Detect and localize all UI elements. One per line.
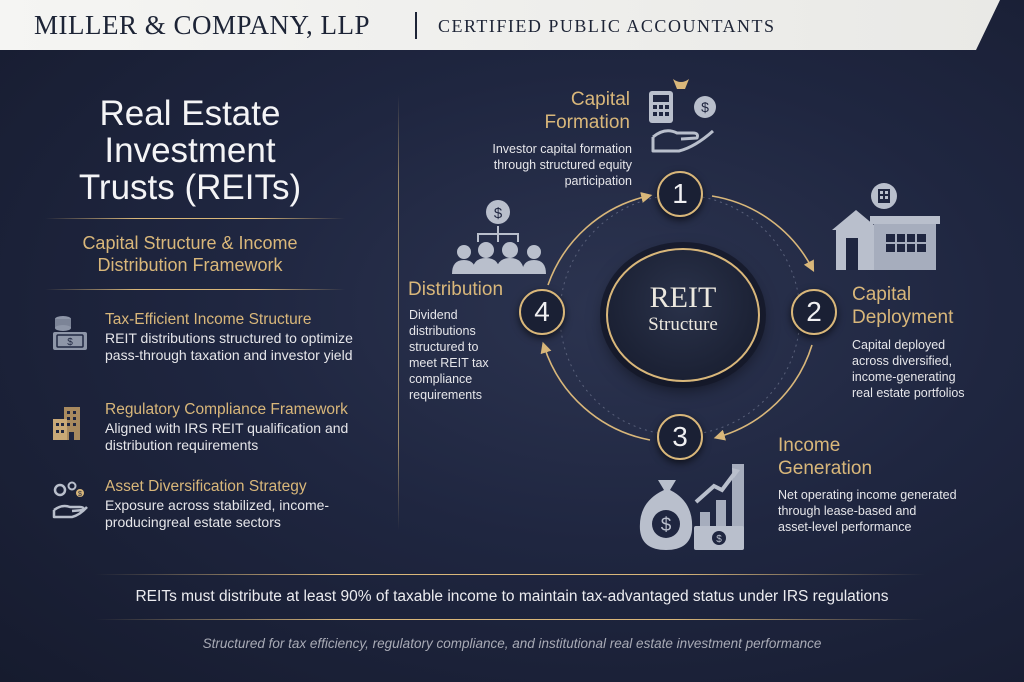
svg-text:$: $: [78, 491, 82, 498]
page-subtitle: Capital Structure & Income Distribution …: [82, 233, 298, 275]
arrow-3-to-4: [540, 341, 651, 441]
footer-tagline: Structured for tax efficiency, regulator…: [202, 636, 822, 651]
arrow-1-to-2: [711, 195, 815, 272]
feature-desc: Aligned with IRS REIT qualification and …: [105, 420, 349, 453]
reit-structure-hub: REIT Structure: [606, 248, 760, 382]
house-icon: [832, 183, 940, 270]
step-2-title: Capital Deployment: [852, 284, 954, 328]
step-1-desc: Investor capital formation through struc…: [492, 142, 632, 188]
buildings-icon: [53, 407, 80, 440]
footer-divider-bottom: [95, 619, 925, 620]
subtitle-divider: [45, 289, 345, 290]
svg-text:$: $: [67, 337, 73, 348]
header-banner: [0, 0, 1000, 50]
svg-text:$: $: [661, 515, 672, 536]
arrow-2-to-3: [713, 344, 813, 441]
step-2-badge: 2: [791, 289, 837, 335]
column-divider: [398, 95, 399, 530]
feature-title: Tax-Efficient Income Structure: [105, 311, 312, 328]
step-3-desc: Net operating income generated through l…: [778, 488, 957, 534]
step-4-badge: 4: [519, 289, 565, 335]
svg-text:$: $: [716, 534, 722, 545]
step-3-title: Income Generation: [778, 435, 873, 479]
footer-divider-top: [95, 574, 925, 575]
feature-title: Regulatory Compliance Framework: [105, 401, 348, 418]
step-2-desc: Capital deployed across diversified, inc…: [852, 338, 965, 400]
feature-title: Asset Diversification Strategy: [105, 478, 307, 495]
arrow-4-to-1: [547, 192, 653, 286]
hand-gears-icon: $: [52, 481, 88, 519]
firm-name: MILLER & COMPANY, LLP: [34, 10, 371, 40]
calculator-hand-money-icon: $: [649, 79, 716, 153]
step-1-badge: 1: [657, 171, 703, 217]
firm-tagline: CERTIFIED PUBLIC ACCOUNTANTS: [438, 16, 776, 36]
title-divider: [45, 218, 345, 219]
svg-text:$: $: [701, 99, 709, 115]
feature-desc: Exposure across stabilized, income-produ…: [105, 497, 330, 530]
feature-desc: REIT distributions structured to optimiz…: [105, 330, 353, 363]
step-1-title: Capital Formation: [544, 89, 630, 133]
step-4-title: Distribution: [408, 279, 504, 300]
investor-group-icon: $: [452, 200, 546, 274]
step-3-badge: 3: [657, 414, 703, 460]
hub-subtitle: Structure: [648, 314, 718, 335]
hub-title: REIT: [649, 281, 717, 314]
coins-cash-icon: $: [53, 316, 87, 350]
svg-text:$: $: [494, 205, 503, 222]
header-divider: [415, 12, 417, 39]
step-4-desc: Dividend distributions structured to mee…: [409, 308, 489, 402]
money-bag-growth-chart-icon: $ $: [639, 464, 744, 550]
page-title: Real Estate Investment Trusts (REITs): [78, 94, 302, 207]
distribution-requirement-note: REITs must distribute at least 90% of ta…: [135, 588, 889, 605]
